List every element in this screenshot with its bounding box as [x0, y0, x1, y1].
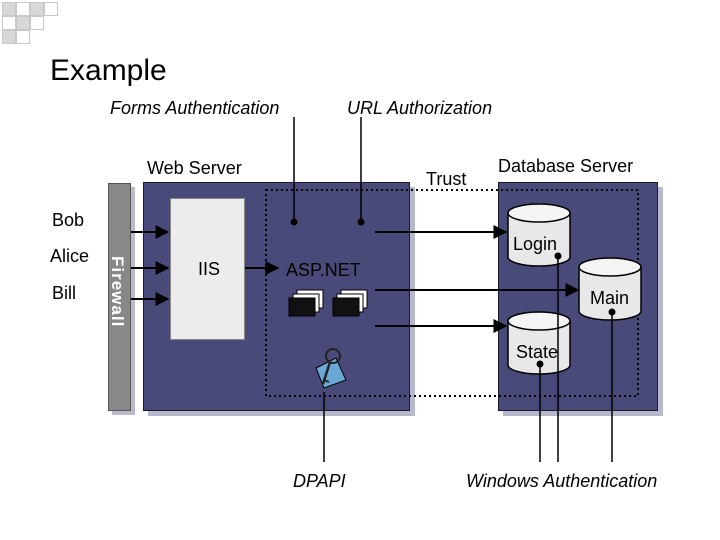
web-server-label: Web Server [147, 158, 242, 178]
aspnet-pages-icon [288, 289, 368, 317]
win-auth-dot-state [536, 360, 544, 368]
forms-auth-dot [290, 218, 298, 226]
aspnet-label: ASP.NET [286, 260, 361, 280]
user-bob: Bob [52, 210, 85, 230]
url-auth-label: URL Authorization [347, 98, 493, 118]
iis-label: IIS [198, 259, 221, 279]
firewall [108, 183, 131, 411]
state-label: State [516, 342, 559, 362]
login-label: Login [513, 234, 558, 254]
user-alice: Alice [50, 246, 90, 266]
dpapi-label: DPAPI [293, 471, 346, 491]
win-auth-dot-login [554, 252, 562, 260]
firewall-label: Firewall [108, 256, 127, 328]
main-label: Main [590, 288, 630, 308]
key-icon [315, 348, 347, 389]
state-database [507, 311, 571, 375]
main-database [578, 257, 642, 321]
url-auth-dot [357, 218, 365, 226]
iis-box [170, 198, 245, 340]
user-bill: Bill [52, 283, 77, 303]
win-auth-dot-main [608, 308, 616, 316]
trust-label: Trust [426, 169, 467, 189]
db-server-label: Database Server [498, 156, 634, 176]
windows-auth-label: Windows Authentication [466, 471, 658, 491]
login-database [507, 203, 571, 267]
forms-auth-label: Forms Authentication [110, 98, 280, 118]
slide-title: Example [50, 54, 167, 87]
